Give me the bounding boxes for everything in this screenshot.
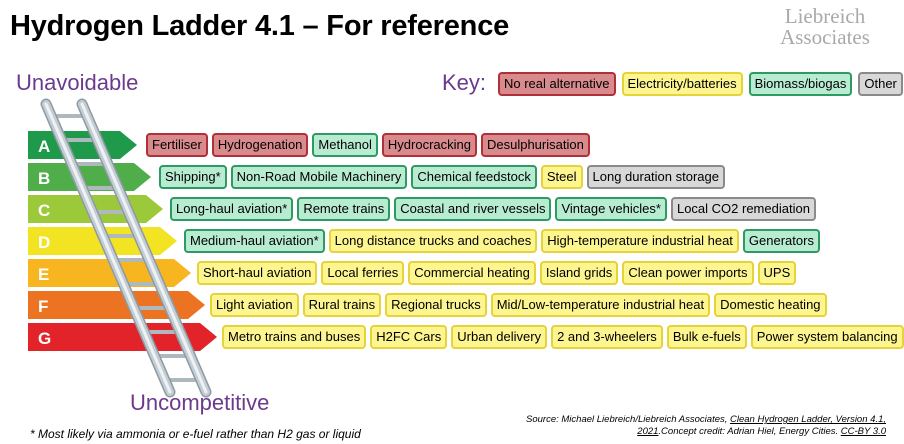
application-bulk-e-fuels: Bulk e-fuels	[666, 325, 747, 349]
application-long-duration-storage: Long duration storage	[586, 165, 725, 189]
logo-line-2: Associates	[780, 25, 870, 49]
top-label: Unavoidable	[16, 70, 139, 95]
application-2-and-3-wheelers: 2 and 3-wheelers	[551, 325, 663, 349]
application-hydrogenation: Hydrogenation	[211, 133, 309, 157]
grade-label-e: E	[38, 265, 49, 284]
application-h2fc-cars: H2FC Cars	[370, 325, 448, 349]
application-local-co2-remediation: Local CO2 remediation	[670, 197, 816, 221]
application-metro-trains-and-buses: Metro trains and buses	[222, 325, 367, 349]
ladder-rungs	[51, 114, 201, 382]
application-remote-trains: Remote trains	[297, 197, 391, 221]
application-short-haul-aviation: Short-haul aviation	[197, 261, 318, 285]
application-vintage-vehicles: Vintage vehicles*	[555, 197, 667, 221]
application-island-grids: Island grids	[539, 261, 619, 285]
ladder-right-rail	[76, 98, 212, 398]
application-local-ferries: Local ferries	[321, 261, 405, 285]
grade-label-d: D	[38, 233, 50, 252]
grade-label-b: B	[38, 169, 50, 188]
footnote: * Most likely via ammonia or e-fuel rath…	[30, 427, 361, 441]
application-generators: Generators	[742, 229, 820, 253]
application-steel: Steel	[540, 165, 583, 189]
application-shipping: Shipping*	[159, 165, 227, 189]
application-clean-power-imports: Clean power imports	[622, 261, 754, 285]
application-ups: UPS	[757, 261, 797, 285]
application-long-haul-aviation: Long-haul aviation*	[170, 197, 294, 221]
application-long-distance-trucks-and-coaches: Long distance trucks and coaches	[328, 229, 538, 253]
key-item-other: Other	[858, 72, 903, 96]
application-desulphurisation: Desulphurisation	[480, 133, 590, 157]
application-light-aviation: Light aviation	[210, 293, 299, 317]
application-urban-delivery: Urban delivery	[451, 325, 548, 349]
application-hydrocracking: Hydrocracking	[381, 133, 477, 157]
application-chemical-feedstock: Chemical feedstock	[411, 165, 537, 189]
application-power-system-balancing: Power system balancing	[750, 325, 904, 349]
application-regional-trucks: Regional trucks	[385, 293, 487, 317]
grade-label-a: A	[38, 137, 50, 156]
application-rural-trains: Rural trains	[302, 293, 382, 317]
row-d: Medium-haul aviation*Long distance truck…	[184, 229, 820, 253]
source-prefix: Source: Michael Liebreich/Liebreich Asso…	[526, 414, 731, 425]
application-coastal-and-river-vessels: Coastal and river vessels	[394, 197, 552, 221]
application-fertiliser: Fertiliser	[146, 133, 208, 157]
source-middle: .Concept credit: Adrian Hiel, Energy Cit…	[658, 426, 841, 437]
bottom-label: Uncompetitive	[130, 390, 270, 415]
application-mid-low-temperature-industrial-heat: Mid/Low-temperature industrial heat	[490, 293, 711, 317]
ladder-left-rail	[40, 98, 176, 398]
application-non-road-mobile-machinery: Non-Road Mobile Machinery	[230, 165, 408, 189]
source-ladder-link[interactable]: Clean Hydrogen Ladder, Version 4.1, 2021	[637, 414, 886, 437]
application-commercial-heating: Commercial heating	[408, 261, 536, 285]
key-label: Key:	[442, 70, 487, 95]
application-high-temperature-industrial-heat: High-temperature industrial heat	[541, 229, 739, 253]
source-license-link[interactable]: CC-BY 3.0	[840, 426, 886, 437]
application-methanol: Methanol	[312, 133, 378, 157]
application-medium-haul-aviation: Medium-haul aviation*	[184, 229, 325, 253]
grade-label-f: F	[38, 297, 48, 316]
logo-line-1: Liebreich	[784, 4, 866, 28]
source-credit: Source: Michael Liebreich/Liebreich Asso…	[526, 414, 886, 438]
liebreich-associates-logo: Liebreich Associates	[760, 6, 890, 48]
key-item-no-real-alternative: No real alternative	[498, 72, 616, 96]
key-item-electricity-batteries: Electricity/batteries	[621, 72, 743, 96]
page-title: Hydrogen Ladder 4.1 – For reference	[10, 10, 510, 42]
grade-label-c: C	[38, 201, 50, 220]
application-domestic-heating: Domestic heating	[714, 293, 827, 317]
grade-label-g: G	[38, 329, 51, 348]
key-item-biomass-biogas: Biomass/biogas	[748, 72, 853, 96]
